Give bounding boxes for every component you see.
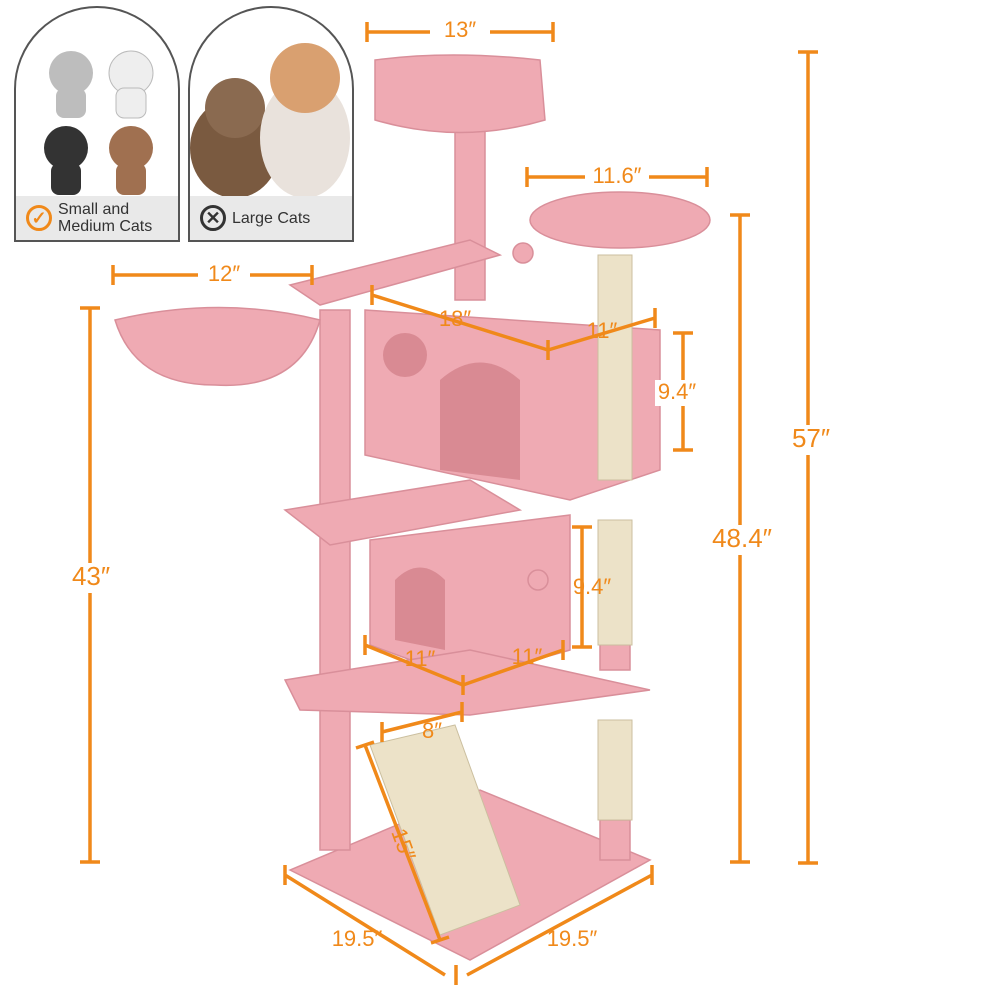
dim-lower-condo-height: 9.4″ (573, 574, 612, 599)
badge-label: Small and (58, 201, 130, 218)
dim-platform-height: 48.4″ (712, 523, 772, 553)
dim-basket: 12″ (208, 261, 240, 286)
upper-condo-holes (383, 333, 520, 650)
dim-round-platform: 11.6″ (593, 163, 642, 188)
dim-base-width-a: 19.5″ (332, 926, 383, 951)
sisal-parts (369, 254, 633, 936)
dim-top-perch: 13″ (444, 17, 476, 42)
x-circle-icon: ✕ (200, 205, 226, 231)
dim-lower-condo-width-b: 11″ (512, 644, 543, 669)
dim-basket-height: 43″ (72, 561, 110, 591)
dim-total-height: 57″ (792, 423, 830, 453)
badge-label: Large Cats (232, 209, 311, 227)
scratching-ramp (369, 724, 521, 936)
dim-base-width-b: 19.5″ (547, 926, 598, 951)
dim-upper-condo-length: 18″ (439, 306, 471, 331)
dim-upper-condo-width: 11″ (587, 318, 618, 343)
badge-label: Medium Cats (58, 218, 153, 235)
dimension-lines (80, 22, 818, 985)
badge-large-cats: ✕ Large Cats (188, 6, 354, 242)
dim-ramp-width: 8″ (422, 718, 442, 743)
check-circle-icon: ✓ (26, 205, 52, 231)
dim-lower-condo-width-a: 11″ (405, 646, 436, 671)
small-cats-illustration (44, 50, 154, 195)
dim-upper-condo-height: 9.4″ (658, 379, 697, 404)
large-cats-illustration (190, 43, 350, 198)
